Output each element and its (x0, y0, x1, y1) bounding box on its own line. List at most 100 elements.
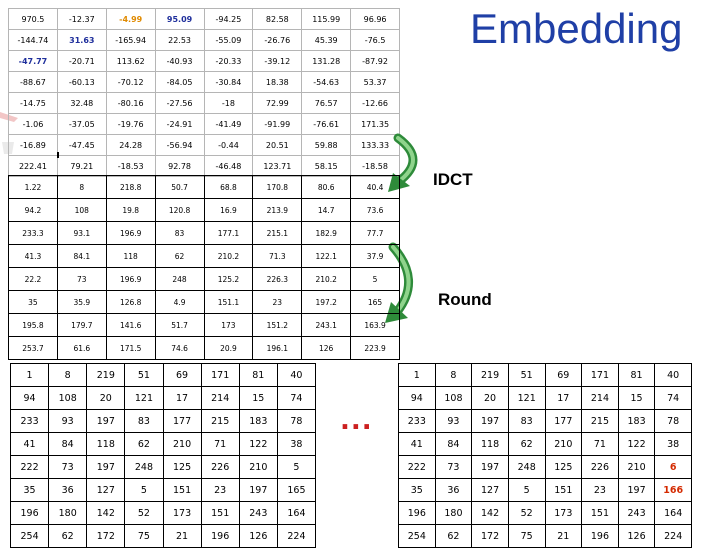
table-cell: 8 (434, 363, 473, 387)
ellipsis: ... (340, 406, 373, 436)
table-cell: 126 (238, 524, 278, 548)
table-cell: 210 (617, 455, 656, 479)
table-cell: 62 (48, 524, 88, 548)
table-cell: 83 (154, 221, 205, 245)
table-cell: 197 (471, 455, 509, 479)
table-cell: 78 (654, 409, 692, 433)
table-cell: 173 (203, 313, 254, 337)
table-cell: 151 (544, 478, 583, 502)
table-cell: 179.7 (56, 313, 107, 337)
table-cell: 183 (238, 409, 278, 433)
table-cell: 233 (398, 409, 436, 433)
table-cell: 73 (434, 455, 473, 479)
table-cell: 71 (581, 432, 619, 456)
table-cell: 126 (301, 336, 352, 360)
table-cell: 219 (471, 363, 509, 387)
table-cell: 35.9 (56, 290, 107, 314)
table-cell: 197 (86, 409, 126, 433)
table-cell: 213.9 (252, 198, 303, 222)
table-cell: 197 (238, 478, 278, 502)
table-cell: 38 (276, 432, 317, 456)
table-cell: 121 (124, 386, 164, 410)
table-cell: 14.7 (301, 198, 352, 222)
table-cell: 122.1 (301, 244, 352, 268)
table-cell: 118 (86, 432, 126, 456)
table-cell: 41 (9, 432, 50, 456)
table-cell: 52 (507, 501, 546, 525)
table-cell: 20.9 (203, 336, 254, 360)
table-cell: 35 (398, 478, 436, 502)
table-cell: 19.8 (105, 198, 156, 222)
table-cell: 73 (48, 455, 88, 479)
table-cell: 223.9 (350, 336, 400, 360)
table-cell: 222 (398, 455, 436, 479)
table-cell: 84.1 (56, 244, 107, 268)
table-cell: 120.8 (154, 198, 205, 222)
table-cell: 173 (162, 501, 202, 525)
table-cell: 69 (162, 363, 202, 387)
table-cell: 22.2 (8, 267, 58, 291)
table-cell: 226 (200, 455, 240, 479)
table-cell: 5 (507, 478, 546, 502)
table-cell: -12.66 (350, 92, 400, 114)
table-cell: 23 (252, 290, 303, 314)
table-cell: 126.8 (105, 290, 156, 314)
table-cell: 177 (162, 409, 202, 433)
table-cell: 219 (86, 363, 126, 387)
idct-label: IDCT (433, 170, 473, 189)
table-cell: 108 (48, 386, 88, 410)
table-cell: 36 (48, 478, 88, 502)
table-cell: 36 (434, 478, 473, 502)
table-cell: 62 (124, 432, 164, 456)
table-cell: 171 (581, 363, 619, 387)
table-cell: 21 (162, 524, 202, 548)
table-cell: 224 (654, 524, 692, 548)
table-cell: 196.9 (105, 267, 156, 291)
table-cell: 94 (9, 386, 50, 410)
table-cell: 180 (434, 501, 473, 525)
table-cell: 81 (617, 363, 656, 387)
table-cell: 5 (350, 267, 400, 291)
table-cell: 108 (434, 386, 473, 410)
table-cell: 121 (507, 386, 546, 410)
table-cell: 215 (581, 409, 619, 433)
table-cell: 125.2 (203, 267, 254, 291)
table-cell: 196 (9, 501, 50, 525)
table-cell: 233 (9, 409, 50, 433)
table-cell: 94.2 (8, 198, 58, 222)
table-cell: 183 (617, 409, 656, 433)
table-cell: 15 (238, 386, 278, 410)
table-cell: 93 (434, 409, 473, 433)
table-cell: 170.8 (252, 175, 303, 199)
table-cell: 74 (276, 386, 317, 410)
table-cell: 1.22 (8, 175, 58, 199)
table-cell: 164 (276, 501, 317, 525)
round-label: Round (438, 290, 492, 309)
table-cell: 196 (398, 501, 436, 525)
table-cell: 35 (9, 478, 50, 502)
table-cell: 224 (276, 524, 317, 548)
table-cell: 20 (471, 386, 509, 410)
table-cell: 8 (56, 175, 107, 199)
table-cell: 215 (200, 409, 240, 433)
table-cell: 4.9 (154, 290, 205, 314)
table-cell: 171.5 (105, 336, 156, 360)
table-cell: 118 (471, 432, 509, 456)
table-cell: 84 (434, 432, 473, 456)
table-cell: 210 (544, 432, 583, 456)
table-cell: 171 (200, 363, 240, 387)
table-cell: 62 (507, 432, 546, 456)
